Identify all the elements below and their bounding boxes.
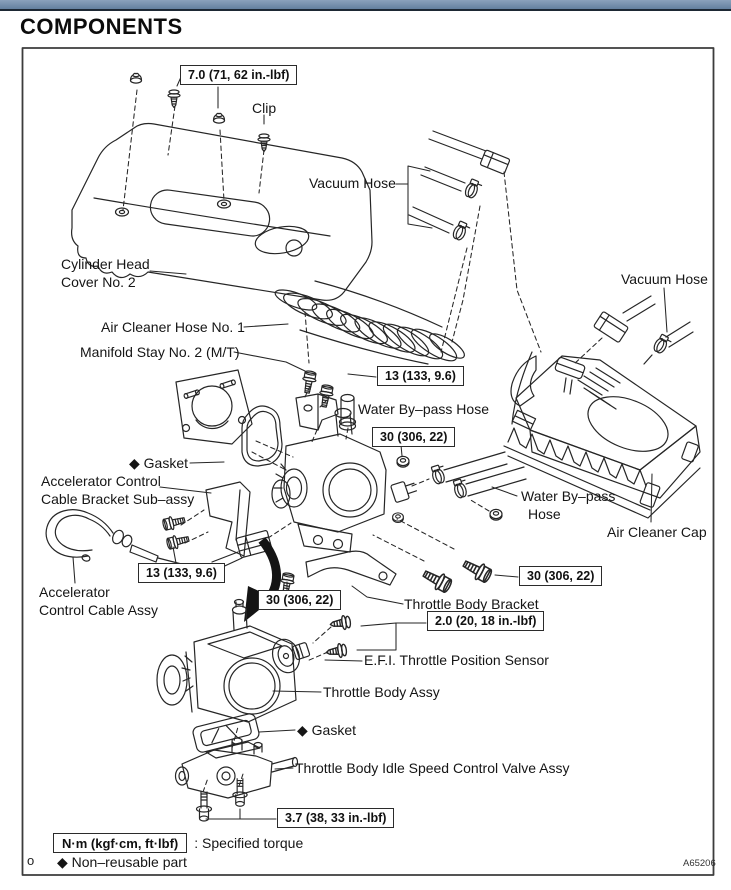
legend-nonreusable: ◆ Non–reusable part [57,854,187,870]
figure-code: A65206 [683,858,716,869]
torque-callout-tps-screws: 2.0 (20, 18 in.-lbf) [427,611,545,631]
window-top-bar [0,0,731,11]
vacuum-hose-right-art [593,295,694,365]
label-leader-lines [72,76,668,820]
label-efi-tps: E.F.I. Throttle Position Sensor [364,652,549,668]
throttle-body-bracket-art [277,550,495,597]
head-cover-nut-icon [129,72,143,84]
torque-callout-head-cover: 7.0 (71, 62 in.-lbf) [180,65,298,85]
label-accel-bracket-2: Cable Bracket Sub–assy [41,491,195,507]
torque-callout-stay-upper: 13 (133, 9.6) [377,366,464,386]
iscv-bolt2-icon [232,778,248,807]
iscv-art [174,737,299,799]
label-water-bypass-hose-upper: Water By–pass Hose [358,401,489,417]
legend-torque-text: : Specified torque [194,835,304,851]
label-cylinder-head-cover-2: Cover No. 2 [61,274,136,290]
gasket-lower-art [192,713,260,753]
torque-callout-water-union-right: 30 (306, 22) [519,566,603,586]
water-bypass-hoses-art [429,451,527,500]
legend: N·m (kgf·cm, ft·lbf) : Specified torque [53,833,303,853]
vacuum-hoses-top-art [408,130,511,243]
label-accel-cable-2: Control Cable Assy [39,602,159,618]
head-cover-nut2-icon [212,112,226,124]
accel-bracket-art [161,481,251,557]
throttle-body-art [271,393,503,553]
torque-callout-water-union-upper: 30 (306, 22) [372,427,456,447]
head-cover-screw-icon [167,89,181,109]
label-accel-cable-1: Accelerator [39,584,110,600]
label-air-cleaner-hose: Air Cleaner Hose No. 1 [101,319,245,335]
torque-callout-iscv-bolts: 3.7 (38, 33 in.-lbf) [277,808,395,828]
page-marker: o [27,853,35,868]
air-cleaner-cap-art [503,351,701,519]
legend-torque-box: N·m (kgf·cm, ft·lbf) [53,833,188,853]
cylinder-head-cover-art [71,122,373,301]
label-gasket-upper: ◆ Gasket [129,455,189,471]
label-manifold-stay: Manifold Stay No. 2 (M/T) [80,344,240,360]
diagram-frame [21,47,715,876]
iscv-bolt1-icon [195,791,213,822]
label-gasket-lower: ◆ Gasket [297,722,357,738]
torque-callout-accel-bracket: 13 (133, 9.6) [138,563,225,583]
label-vacuum-hose-right: Vacuum Hose [621,271,708,287]
tps-art [271,614,352,674]
throttle-flange-plate-art [175,369,253,445]
label-throttle-body-assy: Throttle Body Assy [323,684,440,700]
label-clip: Clip [252,100,277,116]
torque-callout-body-bolt-left: 30 (306, 22) [258,590,342,610]
gasket-upper-art [241,405,283,467]
label-water-bypass-right-2: Hose [528,506,561,522]
label-throttle-body-bracket: Throttle Body Bracket [404,596,539,612]
label-iscv: Throttle Body Idle Speed Control Valve A… [295,760,570,776]
air-cleaner-hose-art [274,280,465,365]
label-accel-bracket-1: Accelerator Control [41,473,161,489]
label-air-cleaner-cap: Air Cleaner Cap [607,524,707,540]
page-title: COMPONENTS [20,14,183,39]
label-vacuum-hose-top: Vacuum Hose [309,175,396,191]
throttle-body-assy-art [156,598,297,723]
manifold-stay-art [295,369,339,431]
dashed-assembly-lines [122,89,603,793]
label-water-bypass-right-1: Water By–pass [521,488,616,504]
label-cylinder-head-cover-1: Cylinder Head [61,256,150,272]
